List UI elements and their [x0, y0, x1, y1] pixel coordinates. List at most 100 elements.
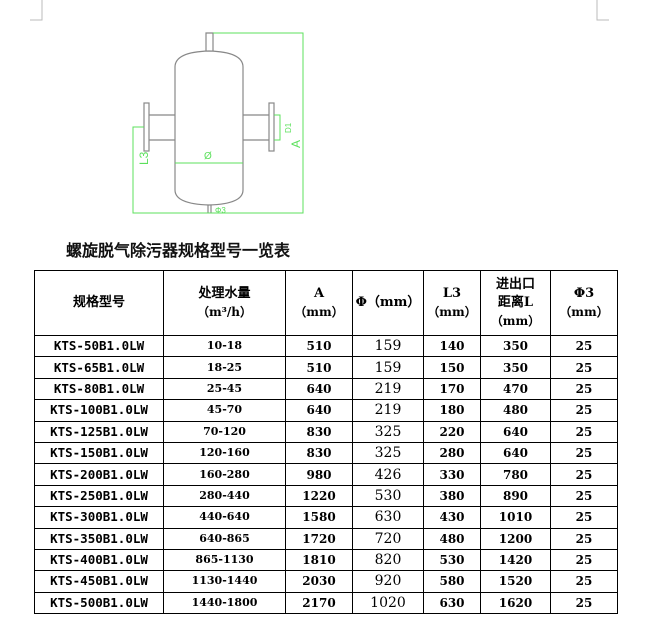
cell-l3: 580 — [423, 570, 481, 593]
cell-diameter: 920 — [352, 570, 424, 593]
cell-l3: 180 — [423, 399, 481, 422]
cell-model: KTS-500B1.0LW — [34, 591, 164, 615]
cell-distance: 640 — [480, 441, 551, 465]
cell-l3: 530 — [423, 548, 481, 572]
header-l3: L3（mm） — [423, 270, 481, 336]
cell-flow: 280-440 — [163, 484, 286, 508]
cell-distance: 1010 — [480, 506, 551, 529]
cell-a: 980 — [285, 463, 353, 486]
phi3-label: Φ3 — [215, 206, 226, 215]
cell-a: 1720 — [285, 527, 353, 550]
table-title: 螺旋脱气除污器规格型号一览表 — [66, 241, 291, 260]
cell-phi3: 25 — [550, 506, 618, 529]
header-model: 规格型号 — [34, 270, 164, 336]
cell-flow: 640-865 — [163, 527, 286, 550]
cell-phi3: 25 — [550, 548, 618, 572]
cell-phi3: 25 — [550, 334, 618, 358]
cell-flow: 18-25 — [163, 356, 286, 379]
cell-phi3: 25 — [550, 570, 618, 593]
header-phi3: Φ3（mm） — [550, 270, 618, 336]
cell-distance: 640 — [480, 420, 551, 443]
cell-distance: 1420 — [480, 548, 551, 572]
cell-model: KTS-80B1.0LW — [34, 377, 164, 401]
cell-diameter: 219 — [352, 399, 424, 422]
header-row: 规格型号 处理水量（m³/h） A（mm） Φ（mm） L3（mm） 进出口距离… — [34, 270, 618, 336]
cell-l3: 630 — [423, 591, 481, 615]
cell-model: KTS-65B1.0LW — [34, 356, 164, 379]
cell-l3: 330 — [423, 463, 481, 486]
cell-phi3: 25 — [550, 463, 618, 486]
cell-a: 2030 — [285, 570, 353, 593]
cell-phi3: 25 — [550, 420, 618, 443]
page-corner-marks — [30, 0, 609, 21]
cell-a: 640 — [285, 377, 353, 401]
cell-flow: 440-640 — [163, 506, 286, 529]
cell-distance: 350 — [480, 356, 551, 379]
cell-flow: 70-120 — [163, 420, 286, 443]
cell-diameter: 1020 — [352, 591, 424, 615]
cell-a: 640 — [285, 399, 353, 422]
cell-a: 1580 — [285, 506, 353, 529]
cell-phi3: 25 — [550, 484, 618, 508]
cell-phi3: 25 — [550, 591, 618, 615]
cell-l3: 170 — [423, 377, 481, 401]
cell-l3: 380 — [423, 484, 481, 508]
cell-diameter: 820 — [352, 548, 424, 572]
header-diameter: Φ（mm） — [352, 270, 424, 336]
cell-diameter: 630 — [352, 506, 424, 529]
cell-diameter: 325 — [352, 441, 424, 465]
header-distance: 进出口距离L（mm） — [480, 270, 551, 336]
diameter-label: Ø — [204, 151, 212, 162]
cell-model: KTS-350B1.0LW — [34, 527, 164, 550]
cell-distance: 350 — [480, 334, 551, 358]
cell-a: 830 — [285, 420, 353, 443]
cell-model: KTS-200B1.0LW — [34, 463, 164, 486]
cell-flow: 160-280 — [163, 463, 286, 486]
cell-distance: 1620 — [480, 591, 551, 615]
cell-model: KTS-100B1.0LW — [34, 399, 164, 422]
cell-a: 1810 — [285, 548, 353, 572]
cell-model: KTS-50B1.0LW — [34, 334, 164, 358]
dimension-lines — [132, 32, 304, 214]
cell-model: KTS-250B1.0LW — [34, 484, 164, 508]
cell-phi3: 25 — [550, 356, 618, 379]
cell-diameter: 720 — [352, 527, 424, 550]
cell-flow: 25-45 — [163, 377, 286, 401]
d1-label: D1 — [284, 122, 293, 133]
a-label: A — [289, 140, 303, 148]
header-flow: 处理水量（m³/h） — [163, 270, 286, 336]
cell-a: 830 — [285, 441, 353, 465]
cell-distance: 1200 — [480, 527, 551, 550]
cell-a: 510 — [285, 334, 353, 358]
cell-a: 2170 — [285, 591, 353, 615]
cell-model: KTS-450B1.0LW — [34, 570, 164, 593]
cell-flow: 45-70 — [163, 399, 286, 422]
cell-distance: 890 — [480, 484, 551, 508]
cell-a: 510 — [285, 356, 353, 379]
header-a: A（mm） — [285, 270, 353, 336]
cell-flow: 120-160 — [163, 441, 286, 465]
cell-flow: 865-1130 — [163, 548, 286, 572]
cell-diameter: 530 — [352, 484, 424, 508]
cell-diameter: 426 — [352, 463, 424, 486]
cell-phi3: 25 — [550, 399, 618, 422]
cell-model: KTS-150B1.0LW — [34, 441, 164, 465]
l3-label: L3 — [137, 151, 151, 165]
cell-model: KTS-300B1.0LW — [34, 506, 164, 529]
cell-distance: 480 — [480, 399, 551, 422]
separator-diagram: Ø L3 A D1 Φ3 — [30, 0, 609, 215]
cell-l3: 280 — [423, 441, 481, 465]
cell-model: KTS-125B1.0LW — [34, 420, 164, 443]
